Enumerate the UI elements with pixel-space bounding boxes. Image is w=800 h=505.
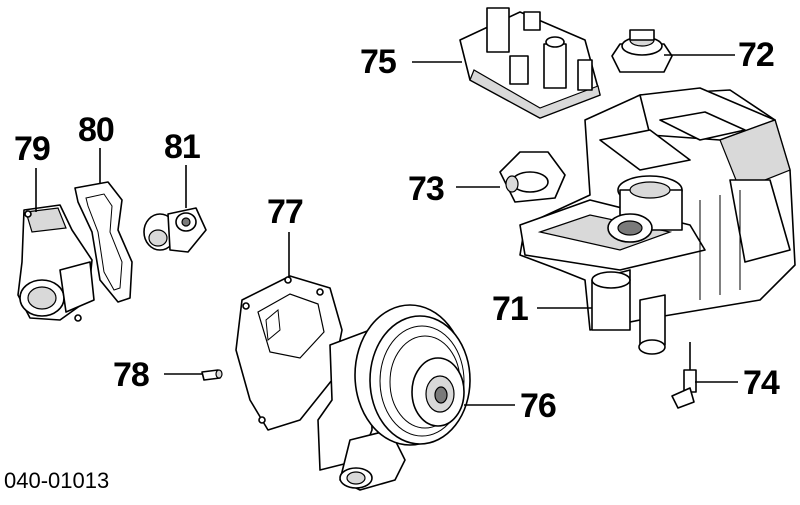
callout-81: 81 [164,128,201,166]
callout-75: 75 [360,43,397,81]
callout-77: 77 [267,193,304,231]
callout-80: 80 [78,111,115,149]
part-72-cap [611,29,673,73]
part-81-thermostat [143,207,207,253]
part-75-cover [459,7,601,119]
callout-78: 78 [113,356,150,394]
part-74-sensor [671,342,697,409]
part-78-pin [201,369,223,381]
callout-71: 71 [492,290,529,328]
callout-73: 73 [408,170,445,208]
part-73-cap [499,151,566,203]
document-code: 040-01013 [4,468,110,493]
part-77-gasket [235,275,343,431]
callout-76: 76 [520,387,557,425]
part-76-pump [317,304,471,491]
callout-72: 72 [738,36,775,74]
callout-74: 74 [743,364,780,402]
part-71-housing [519,87,796,355]
callout-79: 79 [14,130,51,168]
part-80-gasket [74,181,133,303]
leader-lines [35,54,738,406]
part-79-housing [17,204,95,322]
